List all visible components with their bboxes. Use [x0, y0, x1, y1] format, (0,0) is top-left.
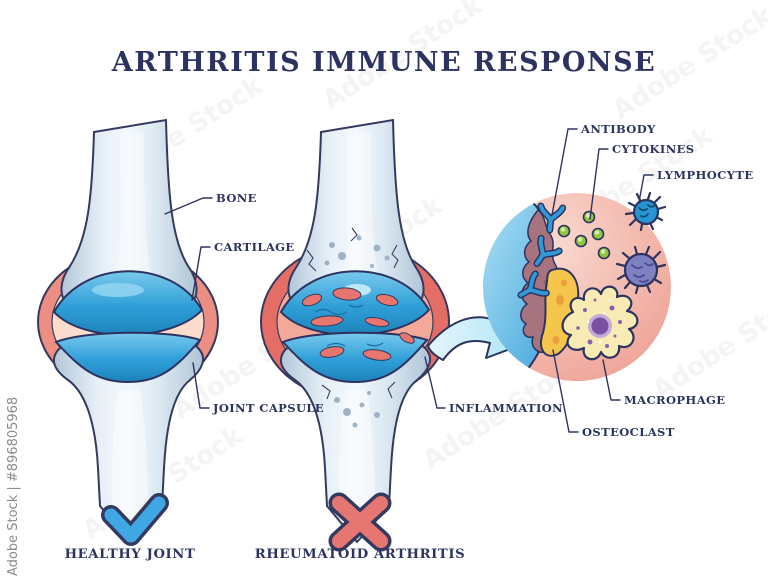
leader-line-antibody [551, 128, 578, 216]
nucleus [591, 317, 609, 335]
label-inflammation: INFLAMMATION [449, 401, 563, 415]
macrophage-cell [561, 285, 639, 361]
cross-icon [328, 492, 392, 552]
leader-line-cartilage [191, 246, 211, 301]
leader-line-macrophage [602, 359, 621, 401]
bone-crack-lines [306, 227, 399, 400]
bone-erosion-spots [324, 235, 390, 428]
leader-line-osteoclast [552, 349, 579, 433]
cartilage-highlight [92, 283, 144, 297]
cartilage-fissure-lines [314, 304, 384, 347]
page-title: ARTHRITIS IMMUNE RESPONSE [111, 47, 656, 78]
label-osteoclast: OSTEOCLAST [582, 425, 675, 439]
lymphocyte-cell-purple [615, 245, 667, 295]
label-lymphocyte: LYMPHOCYTE [657, 168, 754, 182]
lymphocyte-cell-blue [624, 191, 667, 232]
leader-line-bone [164, 197, 213, 215]
healthy-joint-illustration [37, 119, 219, 543]
label-cartilage: CARTILAGE [214, 240, 295, 254]
checkmark-icon [101, 493, 169, 546]
label-bone: BONE [216, 191, 257, 205]
caption-healthy-joint: HEALTHY JOINT [65, 547, 196, 562]
cytokine-dots [557, 210, 611, 260]
macrophage-granules [576, 298, 622, 348]
leader-line-joint-capsule [192, 362, 210, 409]
caption-rheumatoid-arthritis: RHEUMATOID ARTHRITIS [255, 547, 465, 562]
leader-line-inflammation [424, 356, 446, 409]
label-antibody: ANTIBODY [580, 122, 656, 136]
stock-watermark-text: Adobe Stock | #896805968 [6, 397, 21, 576]
immune-detail-circle [483, 191, 671, 381]
label-cytokines: CYTOKINES [612, 142, 695, 156]
leader-line-cytokines [589, 148, 609, 220]
leader-line-lymphocyte [638, 174, 654, 203]
macrophage-sparkles [586, 299, 611, 344]
label-macrophage: MACROPHAGE [624, 393, 725, 407]
inflammation-patches [301, 287, 415, 361]
antibody-shapes [517, 202, 567, 299]
rheumatoid-joint-illustration [260, 119, 450, 543]
label-joint-capsule: JOINT CAPSULE [212, 401, 324, 415]
